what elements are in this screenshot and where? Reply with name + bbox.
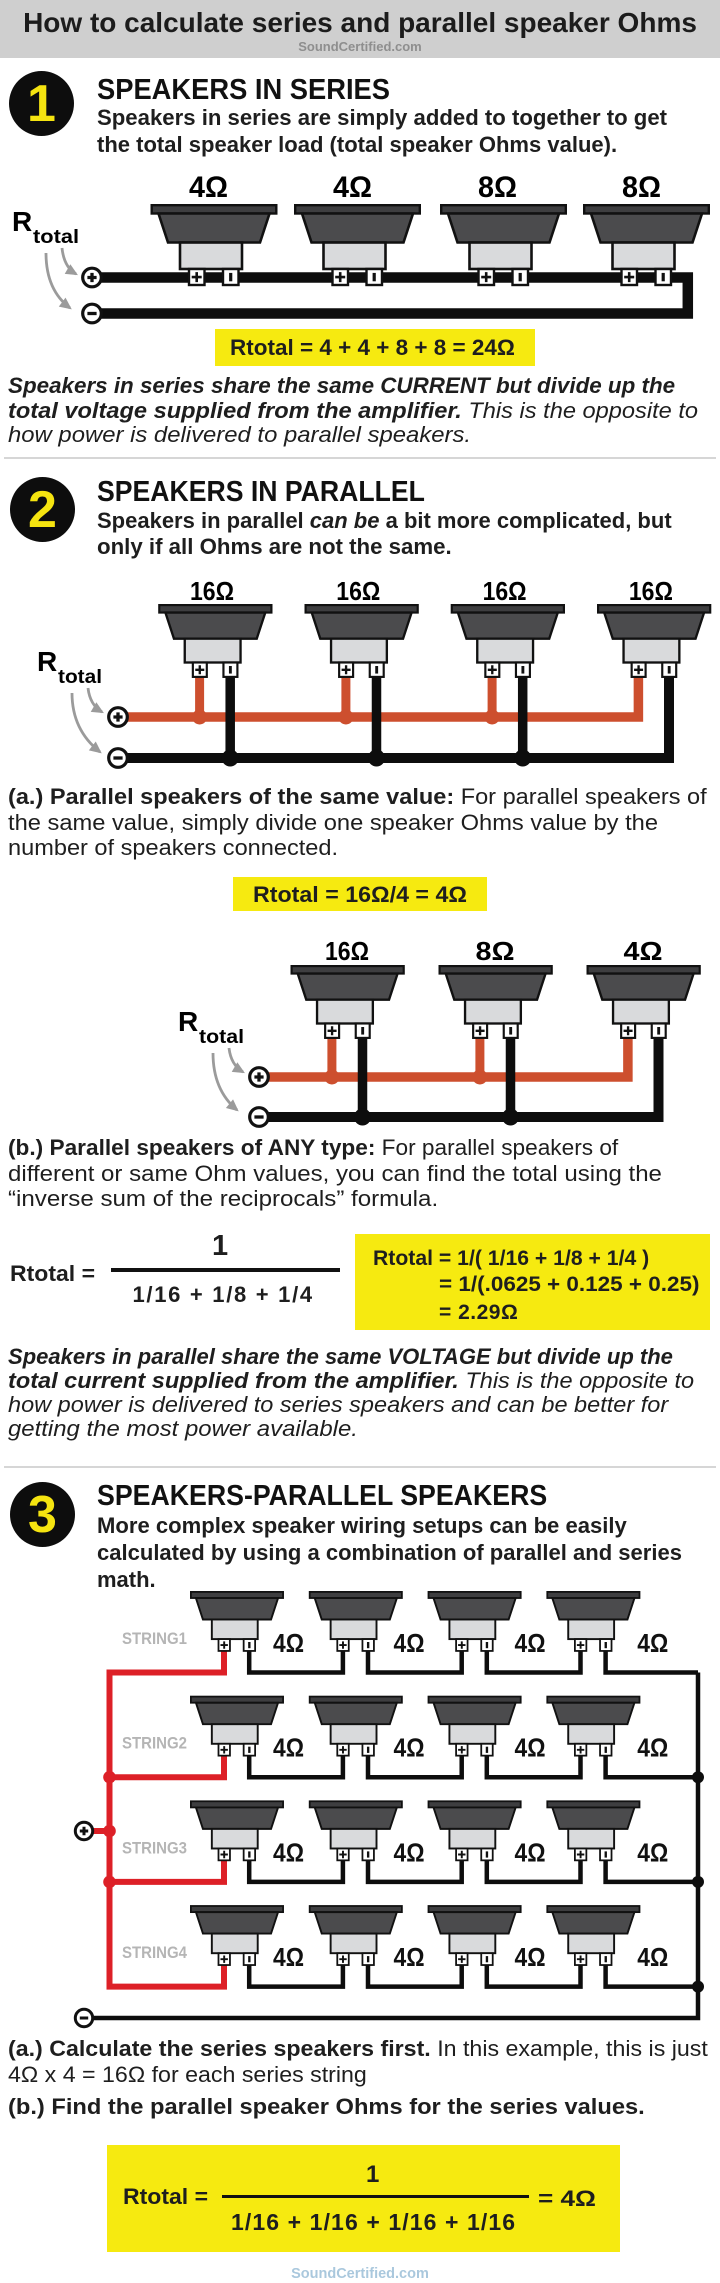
svg-text:STRING2: STRING2 — [122, 1735, 187, 1753]
svg-text:total: total — [199, 1027, 244, 1048]
svg-text:4Ω: 4Ω — [189, 171, 228, 204]
svg-text:4Ω: 4Ω — [515, 1942, 546, 1972]
svg-text:8Ω: 8Ω — [476, 936, 515, 966]
svg-text:STRING4: STRING4 — [122, 1944, 188, 1962]
svg-text:8Ω: 8Ω — [478, 171, 517, 204]
svg-text:4Ω: 4Ω — [394, 1837, 425, 1867]
svg-text:4Ω: 4Ω — [624, 936, 663, 966]
svg-text:STRING3: STRING3 — [122, 1839, 187, 1857]
svg-text:4Ω: 4Ω — [273, 1628, 304, 1658]
svg-text:4Ω: 4Ω — [637, 1733, 668, 1763]
svg-text:4Ω: 4Ω — [515, 1837, 546, 1867]
svg-text:16Ω: 16Ω — [483, 576, 527, 606]
svg-text:4Ω: 4Ω — [637, 1628, 668, 1658]
svg-text:4Ω: 4Ω — [515, 1733, 546, 1763]
svg-text:4Ω: 4Ω — [394, 1733, 425, 1763]
svg-text:4Ω: 4Ω — [637, 1942, 668, 1972]
svg-text:16Ω: 16Ω — [325, 936, 369, 966]
svg-text:16Ω: 16Ω — [629, 576, 673, 606]
svg-text:4Ω: 4Ω — [333, 171, 372, 204]
svg-text:4Ω: 4Ω — [394, 1942, 425, 1972]
svg-text:16Ω: 16Ω — [336, 576, 380, 606]
svg-text:total: total — [58, 667, 102, 688]
svg-text:4Ω: 4Ω — [273, 1733, 304, 1763]
svg-text:16Ω: 16Ω — [190, 576, 234, 606]
svg-text:R: R — [178, 1006, 198, 1037]
svg-text:R: R — [12, 206, 32, 237]
svg-text:4Ω: 4Ω — [273, 1942, 304, 1972]
svg-text:4Ω: 4Ω — [515, 1628, 546, 1658]
svg-text:total: total — [33, 227, 79, 248]
svg-text:STRING1: STRING1 — [122, 1630, 187, 1648]
svg-text:8Ω: 8Ω — [622, 171, 661, 204]
svg-text:R: R — [37, 646, 57, 677]
svg-text:4Ω: 4Ω — [394, 1628, 425, 1658]
svg-text:4Ω: 4Ω — [273, 1837, 304, 1867]
svg-text:4Ω: 4Ω — [637, 1837, 668, 1867]
